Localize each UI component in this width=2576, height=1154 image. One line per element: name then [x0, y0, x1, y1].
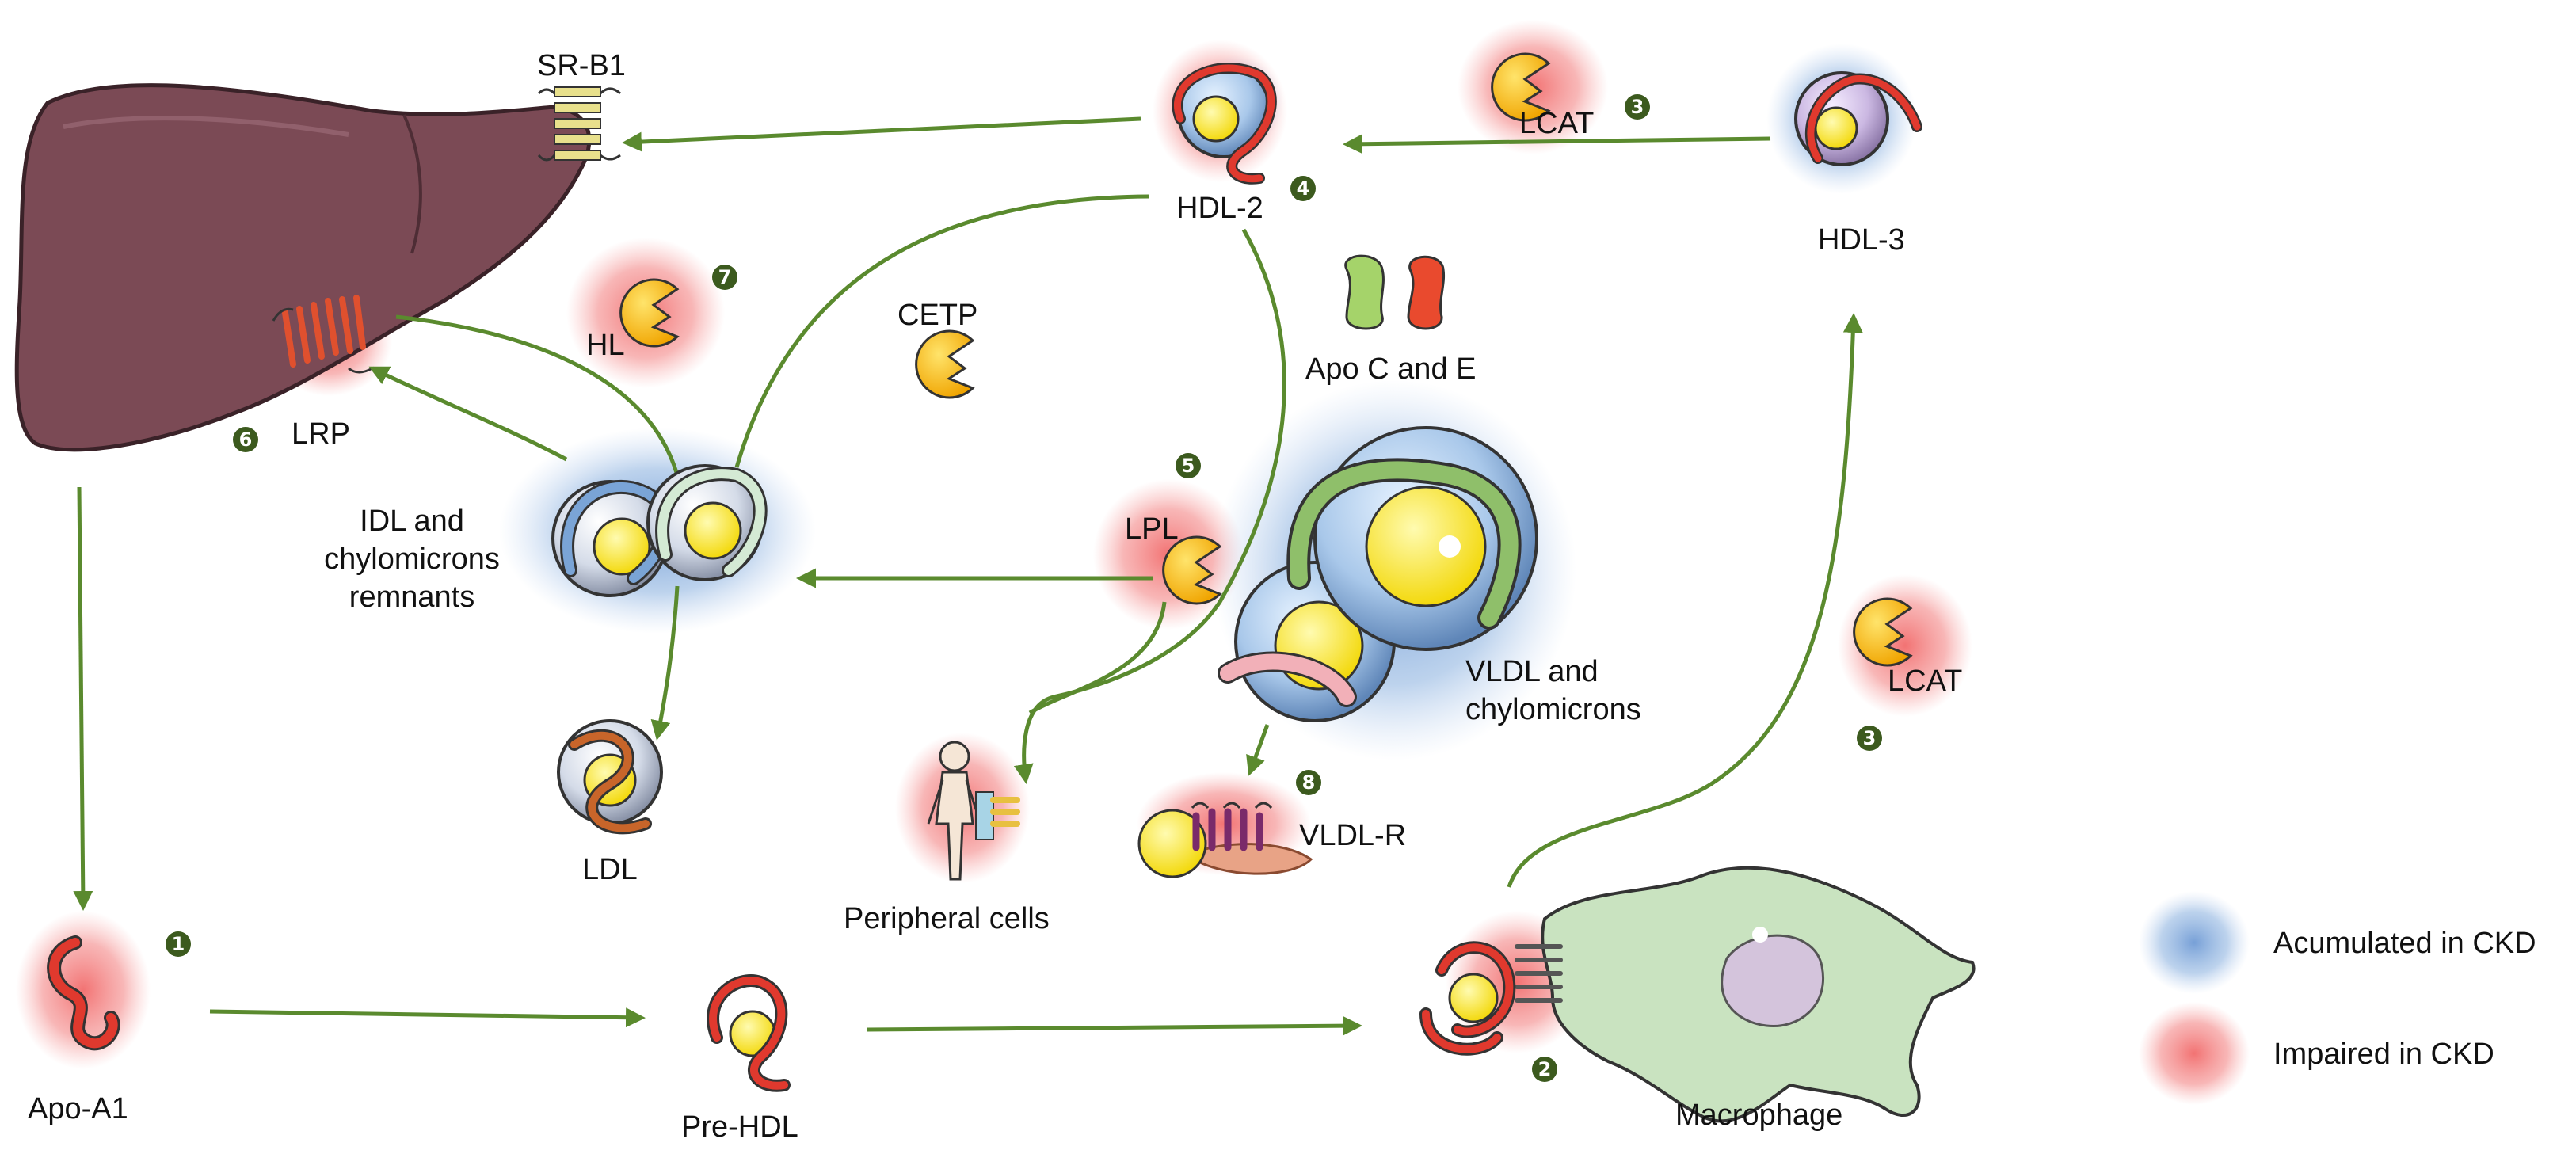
legend: Acumulated in CKD Impaired in CKD — [2139, 891, 2536, 1105]
label-vldl-line1: VLDL and — [1465, 655, 1599, 688]
label-lpl: LPL — [1125, 512, 1179, 546]
peripheral-cells-figure — [927, 741, 1020, 881]
arrow-prehdl-to-macrophage — [867, 1015, 1362, 1036]
step-2: 2 — [1538, 1058, 1552, 1080]
arrow-lpl-to-peripheral — [1028, 601, 1167, 715]
step-markers: 1 2 3 3 4 5 6 7 8 — [166, 94, 1882, 1082]
arrow-vldl-to-vldlr — [1246, 724, 1270, 776]
liver — [14, 83, 592, 452]
enzyme-cetp — [915, 329, 975, 399]
label-hl: HL — [586, 329, 625, 362]
sr-b1-receptor — [537, 86, 622, 162]
arrow-idl-to-ldl — [650, 585, 680, 741]
legend-impaired-label: Impaired in CKD — [2273, 1038, 2494, 1071]
arrow-hdl3-to-hdl2 — [1343, 134, 1771, 154]
step-3a: 3 — [1631, 96, 1644, 118]
apo-a1-protein — [47, 935, 120, 1051]
enzyme-lcat-right — [1853, 597, 1913, 667]
arrow-macrophage-to-hdl3 — [1507, 313, 1863, 888]
label-idl-line2: chylomicrons — [324, 543, 500, 576]
apo-c-e-proteins — [1344, 254, 1446, 330]
step-7: 7 — [718, 266, 732, 288]
arrow-hdl2-to-srb1 — [622, 116, 1141, 152]
arrow-liver-to-apoa1 — [73, 486, 93, 911]
label-apo-c-e: Apo C and E — [1305, 352, 1476, 386]
label-cetp: CETP — [897, 299, 977, 332]
step-4: 4 — [1297, 177, 1310, 200]
label-hdl2: HDL-2 — [1176, 192, 1263, 225]
idl-particles — [551, 464, 768, 597]
label-lcat-top: LCAT — [1519, 107, 1594, 140]
arrow-liver-hl-to-idl — [395, 314, 680, 476]
macrophage-cell — [1419, 866, 1976, 1123]
enzyme-hl — [619, 278, 680, 348]
legend-accumulated-swatch — [2139, 891, 2250, 994]
legend-accumulated-label: Acumulated in CKD — [2273, 927, 2536, 960]
arrow-idl-to-lrp — [368, 366, 568, 462]
step-6: 6 — [239, 428, 253, 451]
step-3b: 3 — [1863, 727, 1877, 749]
label-apo-a1: Apo-A1 — [28, 1092, 128, 1125]
label-macrophage: Macrophage — [1675, 1099, 1842, 1132]
enzyme-lcat-top — [1491, 52, 1551, 122]
pre-hdl-particle — [707, 974, 791, 1092]
label-lrp: LRP — [292, 417, 350, 451]
label-vldl-line2: chylomicrons — [1465, 693, 1641, 726]
step-1: 1 — [172, 933, 185, 955]
label-idl-line1: IDL and — [360, 505, 464, 538]
enzyme-lpl — [1162, 535, 1222, 605]
label-peripheral: Peripheral cells — [844, 902, 1050, 935]
step-5: 5 — [1182, 455, 1195, 477]
label-lcat-right: LCAT — [1888, 665, 1962, 698]
vldl-r-receptor — [1137, 802, 1313, 878]
vldl-particles — [1218, 426, 1538, 722]
label-idl-line3: remnants — [349, 581, 474, 614]
arrow-hdl2-to-idl — [734, 194, 1149, 468]
label-sr-b1: SR-B1 — [537, 49, 626, 82]
hdl2-particle — [1172, 63, 1277, 185]
arrows — [73, 116, 1863, 1036]
label-vldl-r: VLDL-R — [1299, 819, 1406, 852]
legend-impaired-swatch — [2139, 1002, 2250, 1105]
arrow-apoa1-to-prehdl — [209, 1007, 646, 1028]
label-ldl: LDL — [582, 853, 638, 886]
label-pre-hdl: Pre-HDL — [681, 1110, 798, 1144]
ldl-particle — [557, 719, 663, 835]
step-8: 8 — [1302, 771, 1316, 794]
hdl3-particle — [1794, 71, 1922, 166]
label-hdl3: HDL-3 — [1818, 223, 1905, 257]
